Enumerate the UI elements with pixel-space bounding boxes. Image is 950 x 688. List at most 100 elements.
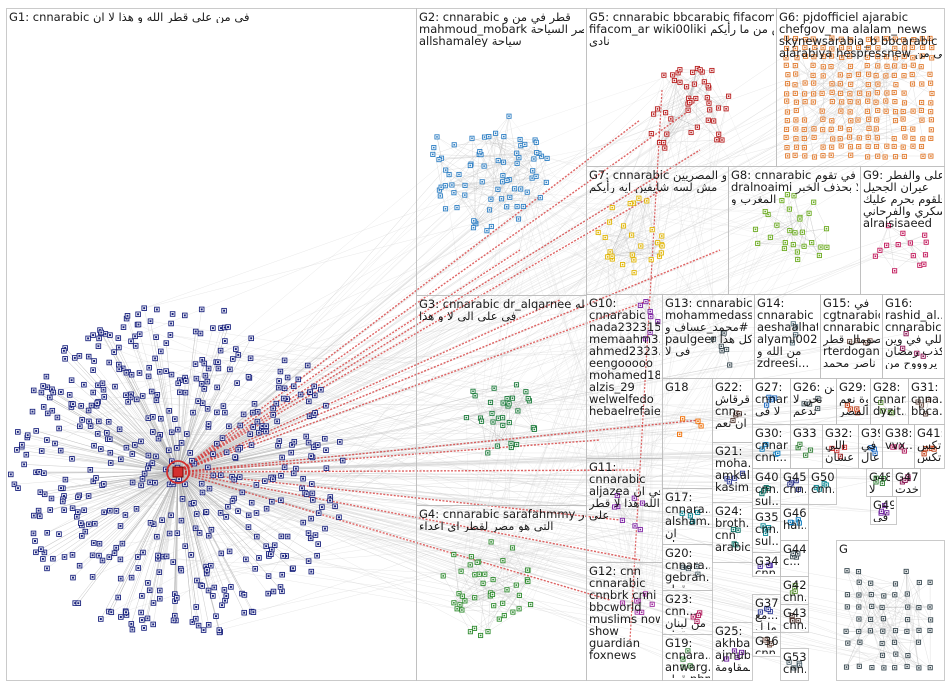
node-icon	[690, 69, 696, 75]
node-icon	[227, 366, 233, 373]
edge	[63, 471, 179, 497]
node-icon	[488, 223, 494, 230]
node-icon	[823, 226, 830, 232]
group-label-g1: G1: cnnarabic في من على قطر الله و هذا ل…	[9, 11, 250, 23]
node-icon	[284, 374, 291, 381]
node-icon	[715, 105, 722, 111]
edge	[177, 471, 256, 569]
node-icon	[86, 418, 92, 425]
node-icon	[927, 627, 933, 634]
node-icon	[496, 616, 502, 622]
edge	[474, 405, 509, 575]
group-label-g41: G41: تكس تكس	[917, 427, 942, 463]
node-icon	[139, 593, 145, 599]
node-icon	[279, 571, 285, 578]
edge	[105, 333, 179, 473]
node-icon	[784, 98, 790, 104]
node-icon	[865, 98, 871, 104]
node-icon	[281, 357, 288, 364]
edge	[177, 471, 269, 594]
node-icon	[47, 507, 53, 513]
edge	[659, 107, 719, 143]
edge	[141, 471, 179, 486]
edge	[177, 471, 908, 667]
node-icon	[213, 613, 219, 619]
node-icon	[474, 559, 480, 565]
edge	[177, 471, 247, 560]
node-icon	[211, 584, 218, 591]
node-icon	[478, 632, 484, 639]
node-icon	[141, 305, 147, 311]
edge	[846, 570, 884, 597]
node-icon	[312, 392, 318, 399]
edge	[631, 203, 634, 236]
node-icon	[920, 136, 926, 142]
group-label-g38: G38: مسألة vvx...	[885, 427, 912, 451]
node-icon	[649, 227, 655, 233]
edge	[875, 256, 924, 265]
node-icon	[193, 604, 199, 610]
node-icon	[14, 447, 20, 453]
node-icon	[605, 254, 611, 260]
edge	[512, 398, 535, 429]
node-icon	[892, 665, 898, 671]
node-icon	[44, 437, 50, 443]
node-icon	[205, 587, 212, 594]
node-icon	[533, 173, 539, 179]
node-icon	[178, 517, 185, 524]
node-icon	[210, 325, 216, 331]
node-icon	[507, 194, 513, 200]
node-icon	[141, 470, 148, 477]
node-icon	[481, 163, 487, 169]
node-icon	[654, 106, 661, 112]
edge	[637, 593, 646, 613]
edge	[71, 406, 179, 473]
edge	[177, 386, 315, 473]
node-icon	[723, 106, 729, 112]
edge	[840, 111, 868, 139]
node-icon	[881, 665, 887, 671]
node-icon	[184, 431, 190, 437]
node-icon	[784, 81, 791, 87]
node-icon	[838, 90, 844, 96]
node-icon	[487, 399, 494, 405]
node-icon	[57, 447, 64, 454]
edge	[898, 235, 925, 245]
node-icon	[620, 223, 627, 229]
edge	[458, 116, 510, 175]
node-icon	[837, 81, 843, 87]
edge	[461, 609, 513, 613]
node-icon	[140, 549, 146, 556]
node-icon	[30, 387, 37, 394]
node-icon	[69, 552, 76, 558]
node-icon	[58, 389, 64, 395]
edge	[177, 368, 219, 473]
node-icon	[659, 243, 665, 249]
node-icon	[462, 598, 468, 604]
node-icon	[215, 365, 222, 372]
node-icon	[239, 489, 246, 496]
edge	[664, 87, 709, 149]
group-label-g15: G15: في cgtnarabic cnnarabic الصومال قطر…	[823, 297, 880, 369]
node-icon	[254, 533, 260, 540]
node-icon	[491, 603, 497, 609]
node-icon	[830, 136, 836, 142]
node-icon	[175, 380, 181, 387]
node-icon	[928, 117, 934, 123]
node-icon	[811, 134, 817, 140]
edge	[26, 454, 179, 473]
node-icon	[806, 210, 812, 216]
node-icon	[844, 568, 850, 574]
node-icon	[192, 525, 199, 532]
node-icon	[139, 617, 145, 623]
node-icon	[250, 424, 256, 430]
node-icon	[501, 134, 507, 140]
node-icon	[855, 71, 862, 77]
edge	[102, 383, 179, 473]
edge	[879, 250, 924, 265]
node-icon	[479, 179, 485, 185]
node-icon	[486, 207, 493, 213]
node-icon	[875, 107, 881, 114]
node-icon	[90, 367, 96, 373]
node-icon	[927, 604, 933, 610]
